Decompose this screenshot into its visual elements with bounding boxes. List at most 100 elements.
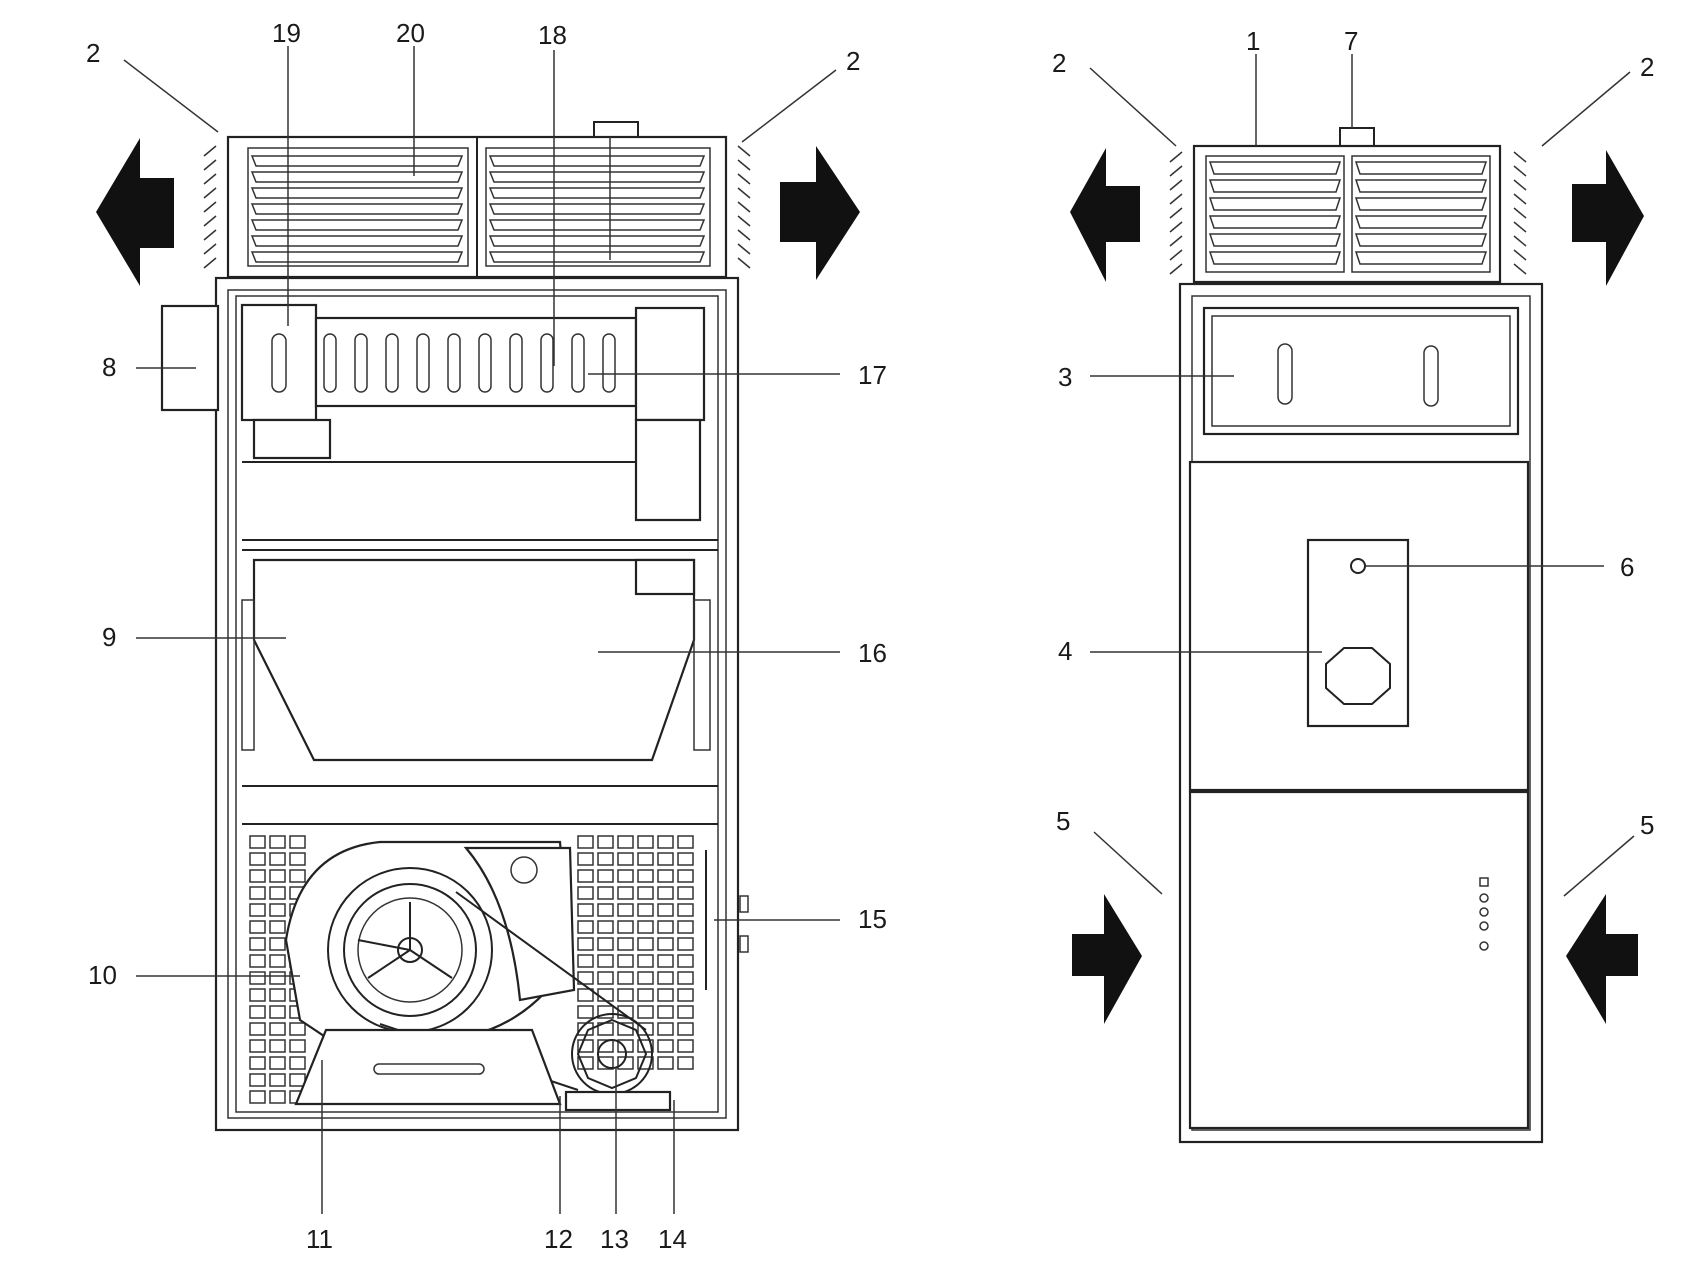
- callout-5: 5: [1056, 806, 1070, 836]
- grille-cell: [637, 835, 654, 849]
- grille-cell: [289, 835, 306, 849]
- louvre-slat: [250, 251, 464, 263]
- hatch-mark: [203, 187, 217, 199]
- callout-6: 6: [1620, 552, 1634, 582]
- grille-cell: [677, 1056, 694, 1070]
- hatch-mark: [1169, 193, 1183, 205]
- inspection-panel: [1202, 306, 1520, 436]
- grille-cell: [289, 852, 306, 866]
- hatch-mark: [1169, 249, 1183, 261]
- callout-2: 2: [846, 46, 860, 76]
- louvre-slat: [488, 155, 706, 167]
- grille-cell: [657, 869, 674, 883]
- hatch-mark: [203, 229, 217, 241]
- grille-cell: [657, 1056, 674, 1070]
- grille-cell: [637, 852, 654, 866]
- airflow-out-arrow-icon: [1070, 148, 1140, 282]
- louvre-slat: [1354, 251, 1488, 265]
- callout-2: 2: [86, 38, 100, 68]
- grille-cell: [269, 920, 286, 934]
- callout-20: 20: [396, 18, 425, 48]
- hatch-mark: [203, 257, 217, 269]
- grille-cell: [617, 954, 634, 968]
- grille-cell: [677, 1039, 694, 1053]
- hatch-mark: [1513, 249, 1527, 261]
- grille-cell: [617, 920, 634, 934]
- hatch-mark: [737, 257, 751, 269]
- hatch-mark: [1169, 179, 1183, 191]
- hatch-mark: [1513, 235, 1527, 247]
- grille-cell: [597, 903, 614, 917]
- callout-4: 4: [1058, 636, 1072, 666]
- callout-8: 8: [102, 352, 116, 382]
- grille-cell: [249, 988, 266, 1002]
- grille-cell: [657, 852, 674, 866]
- grille-cell: [269, 835, 286, 849]
- grille-cell: [677, 886, 694, 900]
- louvre-slat: [1208, 197, 1342, 211]
- louvre-slat: [250, 155, 464, 167]
- tube-slot: [478, 333, 492, 393]
- callout-14: 14: [658, 1224, 687, 1254]
- grille-cell: [577, 954, 594, 968]
- grille-cell: [657, 886, 674, 900]
- airflow-out-arrow-icon: [780, 146, 860, 280]
- hatch-mark: [1169, 235, 1183, 247]
- front-view: 2 19 20 18 2 8 17 9 16 15 10 11 12 13 14: [86, 18, 887, 1254]
- side-hatch-marks: [1169, 151, 1527, 275]
- grille-cell: [597, 852, 614, 866]
- louvre-slat: [488, 235, 706, 247]
- combustion-chamber: [241, 558, 718, 825]
- hatch-mark: [737, 201, 751, 213]
- rear-outlet-box: [1192, 144, 1502, 284]
- tube-slot: [354, 333, 368, 393]
- sight-hole: [1350, 558, 1366, 574]
- grille-cell: [657, 903, 674, 917]
- grille-cell: [249, 954, 266, 968]
- grille-cell: [577, 835, 594, 849]
- grille-cell: [249, 1022, 266, 1036]
- control-buttons-icon: [1479, 877, 1489, 951]
- callout-5: 5: [1640, 810, 1654, 840]
- grille-cell: [617, 971, 634, 985]
- grille-cell: [269, 937, 286, 951]
- hatch-mark: [737, 173, 751, 185]
- tube-slot: [602, 333, 616, 393]
- louvre-slat: [488, 171, 706, 183]
- grille-cell: [577, 852, 594, 866]
- hatch-mark: [1169, 151, 1183, 163]
- hatch-mark: [737, 187, 751, 199]
- grille-cell: [677, 903, 694, 917]
- grille-cell: [577, 886, 594, 900]
- louvre-slat: [1354, 161, 1488, 175]
- hatch-mark: [1169, 165, 1183, 177]
- hatch-mark: [737, 159, 751, 171]
- grille-cell: [577, 937, 594, 951]
- louvre-slat: [1208, 215, 1342, 229]
- grille-cell: [677, 835, 694, 849]
- callout-2: 2: [1052, 48, 1066, 78]
- grille-cell: [597, 937, 614, 951]
- grille-cell: [617, 869, 634, 883]
- grille-cell: [657, 835, 674, 849]
- callout-3: 3: [1058, 362, 1072, 392]
- grille-cell: [249, 1056, 266, 1070]
- grille-cell: [577, 1056, 594, 1070]
- grille-cell: [249, 1039, 266, 1053]
- grille-cell: [249, 971, 266, 985]
- hatch-mark: [1513, 179, 1527, 191]
- grille-cell: [289, 1056, 306, 1070]
- louvre-slat: [1208, 233, 1342, 247]
- grille-cell: [249, 1005, 266, 1019]
- motor-base: [564, 1090, 672, 1112]
- grille-cell: [637, 1022, 654, 1036]
- grille-cell: [249, 903, 266, 917]
- grille-cell: [597, 869, 614, 883]
- grille-cell: [637, 937, 654, 951]
- grille-cell: [677, 937, 694, 951]
- hatch-mark: [203, 201, 217, 213]
- hatch-mark: [1513, 193, 1527, 205]
- tube-slot: [323, 333, 337, 393]
- grille-cell: [269, 988, 286, 1002]
